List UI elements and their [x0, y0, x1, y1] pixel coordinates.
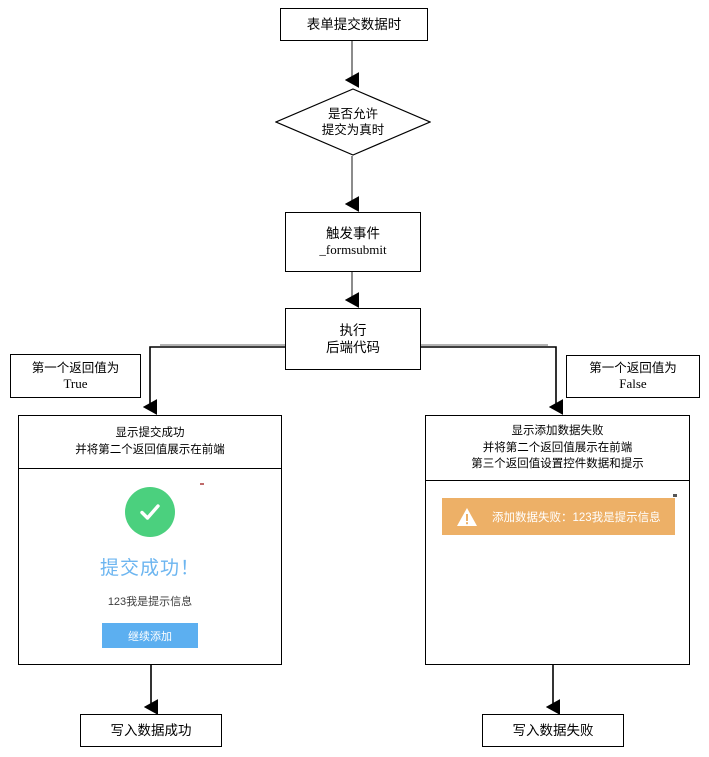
failure-panel-header-line-3: 第三个返回值设置控件数据和提示	[471, 458, 644, 471]
failure-panel-body: 添加数据失败：123我是提示信息	[426, 481, 689, 664]
failure-panel-header-line-1: 显示添加数据失败	[511, 424, 604, 437]
node-trigger-line-2: _formsubmit	[319, 242, 387, 258]
success-panel-header-line-1: 显示提交成功	[115, 427, 185, 440]
node-decision[interactable]: 是否允许 提交为真时	[275, 88, 431, 156]
node-end-success[interactable]: 写入数据成功	[80, 714, 222, 747]
success-panel-header: 显示提交成功 并将第二个返回值展示在前端	[19, 416, 281, 469]
success-message: 123我是提示信息	[107, 596, 193, 608]
warning-triangle-icon	[457, 507, 477, 526]
node-end-failure-line-1: 写入数据失败	[512, 722, 594, 738]
node-execute-line-2: 后端代码	[326, 340, 380, 355]
artifact-dot	[673, 494, 677, 497]
artifact-dot	[200, 483, 204, 485]
node-branch-true[interactable]: 第一个返回值为 True	[10, 354, 141, 398]
success-panel: 显示提交成功 并将第二个返回值展示在前端 提交成功！ 123我是提示信息 继续添…	[18, 415, 282, 665]
node-start-line-1: 表单提交数据时	[306, 16, 402, 32]
check-mark-icon	[140, 504, 160, 520]
node-branch-false-line-2: False	[619, 376, 647, 392]
node-branch-true-line-1: 第一个返回值为	[31, 360, 120, 375]
node-execute-backend[interactable]: 执行 后端代码	[285, 308, 421, 370]
success-title: 提交成功！	[99, 558, 200, 579]
failure-panel-header-line-2: 并将第二个返回值展示在前端	[482, 441, 633, 454]
node-decision-line-2: 提交为真时	[321, 123, 385, 137]
success-panel-body: 提交成功！ 123我是提示信息 继续添加	[19, 469, 281, 664]
failure-panel: 显示添加数据失败 并将第二个返回值展示在前端 第三个返回值设置控件数据和提示 添…	[425, 415, 690, 665]
continue-add-button[interactable]: 继续添加	[102, 623, 198, 648]
diamond-shape	[275, 88, 431, 156]
node-start[interactable]: 表单提交数据时	[280, 8, 428, 41]
node-execute-line-1: 执行	[339, 322, 367, 338]
node-branch-true-line-2: True	[63, 375, 88, 391]
node-trigger-line-1: 触发事件	[326, 226, 380, 242]
failure-panel-header: 显示添加数据失败 并将第二个返回值展示在前端 第三个返回值设置控件数据和提示	[426, 416, 689, 481]
success-panel-header-line-2: 并将第二个返回值展示在前端	[75, 444, 225, 456]
error-alert-bar[interactable]: 添加数据失败：123我是提示信息	[442, 498, 675, 535]
check-circle-icon	[125, 487, 175, 537]
node-decision-label: 是否允许 提交为真时	[275, 88, 431, 156]
node-trigger-event[interactable]: 触发事件 _formsubmit	[285, 212, 421, 272]
node-end-success-line-1: 写入数据成功	[110, 722, 192, 738]
node-branch-false[interactable]: 第一个返回值为 False	[566, 355, 700, 398]
node-branch-false-line-1: 第一个返回值为	[589, 361, 677, 376]
node-decision-line-1: 是否允许	[327, 106, 378, 121]
node-end-failure[interactable]: 写入数据失败	[482, 714, 624, 747]
error-alert-text: 添加数据失败：123我是提示信息	[492, 511, 661, 524]
